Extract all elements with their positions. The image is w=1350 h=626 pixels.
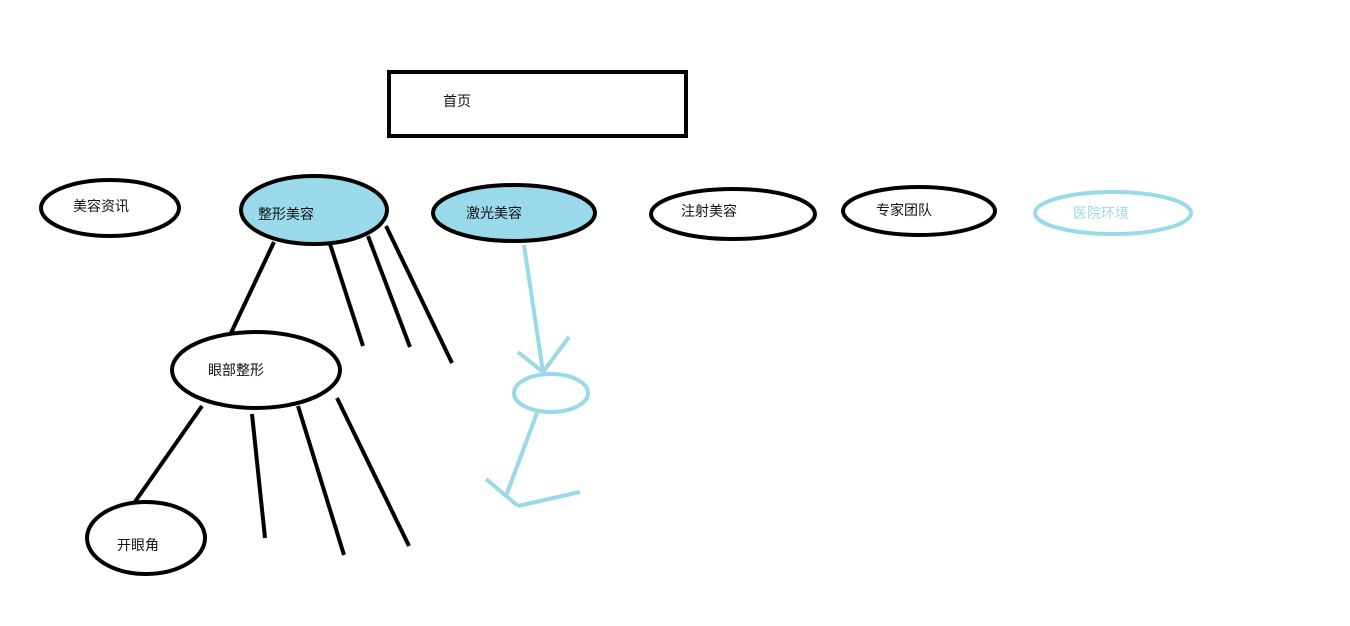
connector-line <box>130 404 204 508</box>
connector-line <box>250 413 267 539</box>
category-node-plastic-surgery <box>239 174 389 246</box>
subnode-label-canthoplasty: 开眼角 <box>117 538 159 554</box>
laser-arrow-head-right <box>541 335 571 374</box>
connector-line <box>296 405 346 556</box>
subnode-label-eye-surgery: 眼部整形 <box>208 363 264 379</box>
category-label-injection-beauty: 注射美容 <box>681 204 737 220</box>
connector-line <box>229 241 276 334</box>
home-label: 首页 <box>443 94 471 110</box>
category-label-laser-beauty: 激光美容 <box>466 206 522 222</box>
laser-figure-left <box>484 477 520 508</box>
category-node-beauty-news <box>39 178 181 238</box>
connector-line <box>384 225 454 364</box>
laser-arrow-shaft <box>522 244 545 373</box>
category-node-expert-team <box>841 185 997 237</box>
connector-line <box>335 397 411 547</box>
category-node-hospital-environment <box>1033 190 1193 236</box>
subnode-canthoplasty <box>85 500 207 576</box>
subnode-eye-surgery <box>170 330 342 410</box>
laser-figure-stem <box>504 412 539 497</box>
category-label-beauty-news: 美容资讯 <box>73 199 129 215</box>
connector-line <box>328 243 365 347</box>
connector-line <box>366 235 412 348</box>
laser-child-node <box>512 372 590 414</box>
category-label-expert-team: 专家团队 <box>876 203 932 219</box>
category-label-plastic-surgery: 整形美容 <box>258 207 314 223</box>
category-node-laser-beauty <box>431 183 597 243</box>
laser-arrow-head-left <box>516 350 545 374</box>
laser-figure-right <box>517 490 581 508</box>
category-node-injection-beauty <box>649 187 817 241</box>
category-label-hospital-environment: 医院环境 <box>1073 206 1129 222</box>
home-box <box>387 70 688 138</box>
